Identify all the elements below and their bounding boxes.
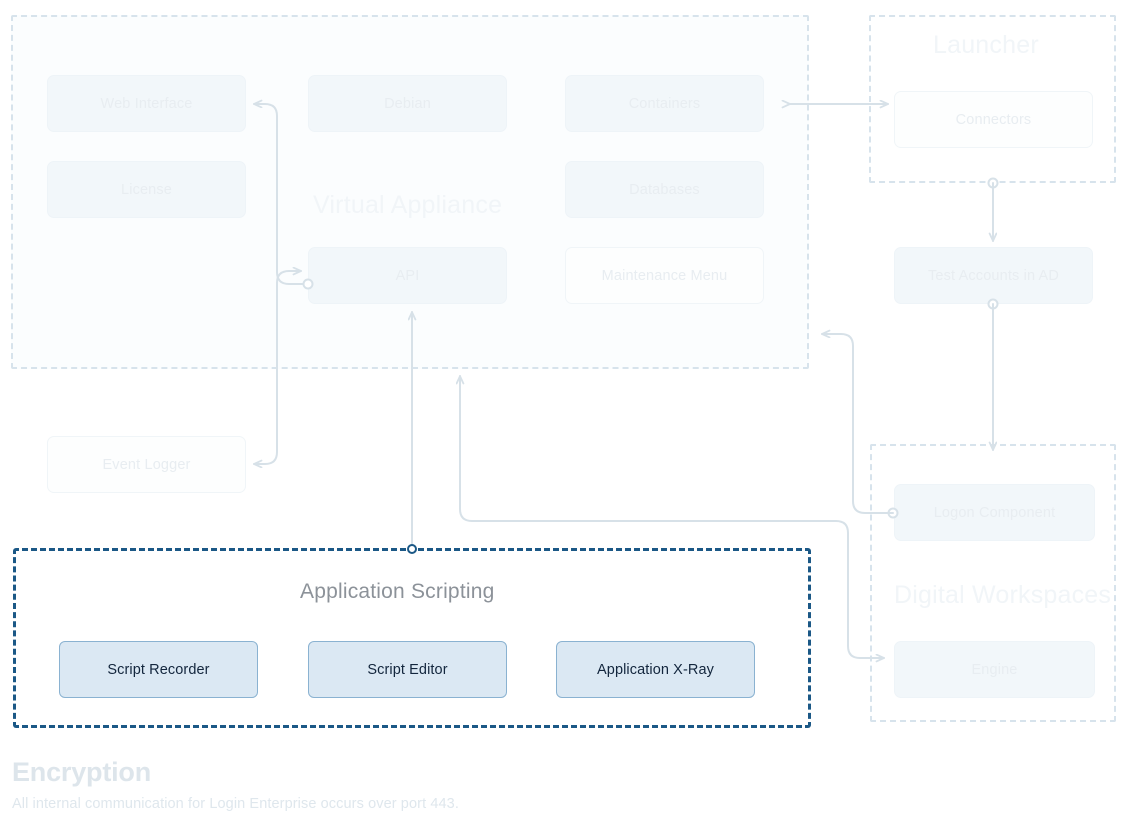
footer: Encryption All internal communication fo… xyxy=(12,757,459,812)
button-application-xray-label: Application X-Ray xyxy=(597,661,714,678)
node-databases[interactable]: Databases xyxy=(565,161,764,218)
node-api[interactable]: API xyxy=(308,247,507,304)
node-web-interface-label: Web Interface xyxy=(100,95,193,112)
node-api-label: API xyxy=(395,267,420,284)
wire-scripting-elbow-up xyxy=(460,375,837,522)
node-test-accounts-in-ad-label: Test Accounts in AD xyxy=(928,267,1059,284)
node-test-accounts-in-ad[interactable]: Test Accounts in AD xyxy=(894,247,1093,304)
node-connectors-label: Connectors xyxy=(955,111,1032,128)
node-engine[interactable]: Engine xyxy=(894,641,1095,698)
node-logon-component[interactable]: Logon Component xyxy=(894,484,1095,541)
group-launcher: Launcher xyxy=(869,15,1116,183)
button-script-editor[interactable]: Script Editor xyxy=(308,641,507,698)
node-debian-label: Debian xyxy=(384,95,431,112)
node-maintenance-menu-label: Maintenance Menu xyxy=(601,267,728,284)
node-maintenance-menu[interactable]: Maintenance Menu xyxy=(565,247,764,304)
node-event-logger-label: Event Logger xyxy=(102,456,191,473)
node-event-logger[interactable]: Event Logger xyxy=(47,436,246,493)
group-launcher-title: Launcher xyxy=(933,31,1039,59)
group-application-scripting: Application Scripting xyxy=(13,548,811,728)
node-web-interface[interactable]: Web Interface xyxy=(47,75,246,132)
button-application-xray[interactable]: Application X-Ray xyxy=(556,641,755,698)
node-containers[interactable]: Containers xyxy=(565,75,764,132)
button-script-recorder-label: Script Recorder xyxy=(107,661,210,678)
node-license[interactable]: License xyxy=(47,161,246,218)
node-engine-label: Engine xyxy=(971,661,1018,678)
footer-title: Encryption xyxy=(12,757,152,787)
node-containers-label: Containers xyxy=(628,95,701,112)
group-digital-workspaces-title: Digital Workspaces xyxy=(894,581,1112,609)
node-logon-component-label: Logon Component xyxy=(933,504,1056,521)
group-application-scripting-title: Application Scripting xyxy=(300,580,495,603)
node-debian[interactable]: Debian xyxy=(308,75,507,132)
button-script-editor-label: Script Editor xyxy=(367,661,448,678)
button-script-recorder[interactable]: Script Recorder xyxy=(59,641,258,698)
group-virtual-appliance-title: Virtual Appliance xyxy=(313,191,503,219)
node-connectors[interactable]: Connectors xyxy=(894,91,1093,148)
node-license-label: License xyxy=(120,181,173,198)
node-databases-label: Databases xyxy=(629,181,700,198)
footer-description: All internal communication for Login Ent… xyxy=(12,796,459,812)
